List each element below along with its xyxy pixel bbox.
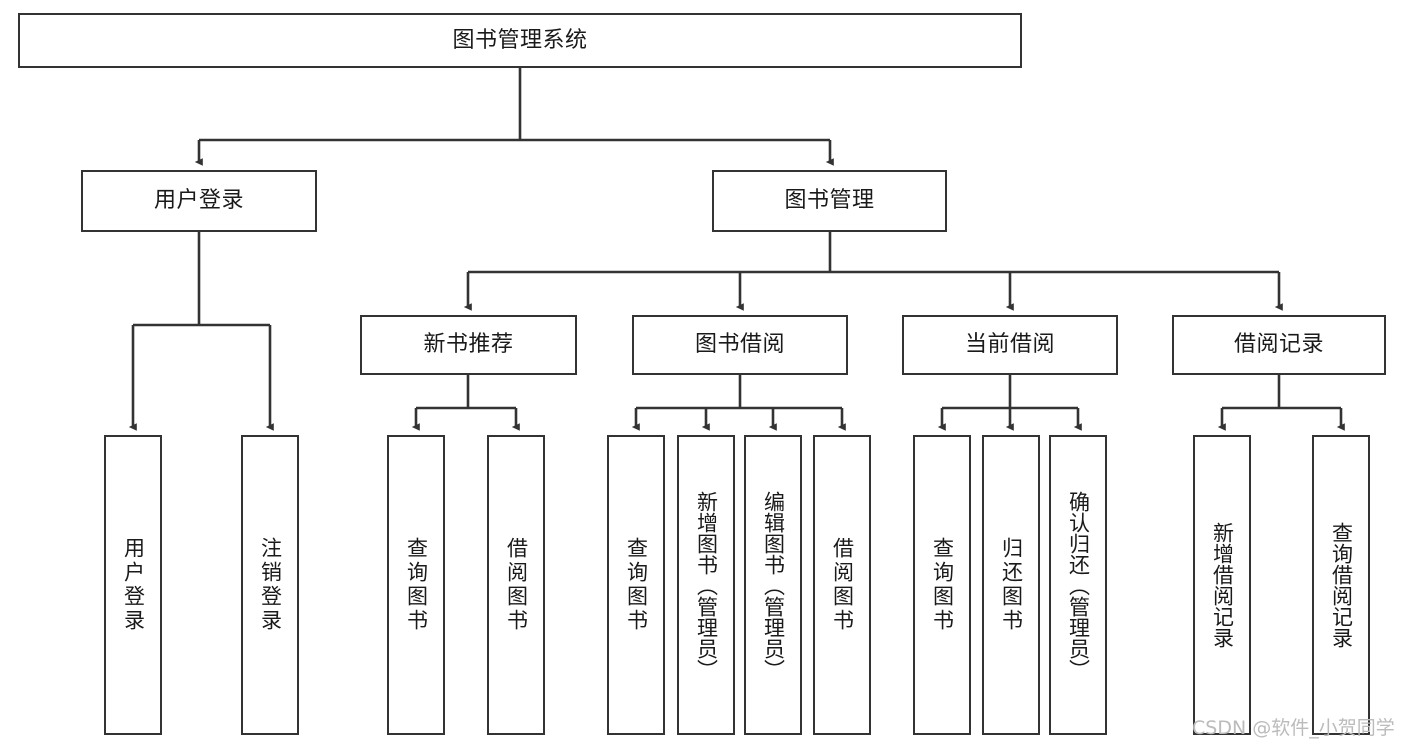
node-label: 借阅图书 [830, 537, 855, 633]
node-leaf-query-book-borrow[interactable]: 查询图书 [607, 435, 665, 735]
node-label: 查询图书 [930, 537, 955, 633]
node-leaf-borrow-book[interactable]: 借阅图书 [813, 435, 871, 735]
node-label: 新书推荐 [423, 332, 514, 358]
node-leaf-confirm-return-admin[interactable]: 确认归还（管理员） [1049, 435, 1107, 735]
node-label: 图书管理系统 [452, 27, 588, 53]
node-root-system[interactable]: 图书管理系统 [18, 13, 1022, 68]
node-label: 借阅记录 [1233, 332, 1324, 358]
node-label: 归还图书 [999, 537, 1024, 633]
node-label: 图书借阅 [694, 332, 785, 358]
node-label: 新增借阅记录 [1210, 522, 1235, 648]
node-current-borrow[interactable]: 当前借阅 [902, 315, 1118, 375]
node-book-management[interactable]: 图书管理 [712, 170, 947, 232]
node-label: 查询图书 [404, 537, 429, 633]
node-leaf-query-book-recommend[interactable]: 查询图书 [387, 435, 445, 735]
node-leaf-edit-book-admin[interactable]: 编辑图书（管理员） [744, 435, 802, 735]
node-label: 查询借阅记录 [1329, 522, 1354, 648]
node-label: 用户登录 [153, 188, 244, 214]
node-leaf-borrow-book-recommend[interactable]: 借阅图书 [487, 435, 545, 735]
node-label: 新增图书（管理员） [694, 490, 719, 680]
node-label: 借阅图书 [504, 537, 529, 633]
node-label: 确认归还（管理员） [1066, 490, 1091, 680]
node-leaf-query-borrow-record[interactable]: 查询借阅记录 [1312, 435, 1370, 735]
node-label: 注销登录 [258, 537, 283, 633]
node-new-book-recommend[interactable]: 新书推荐 [360, 315, 577, 375]
node-leaf-query-book-current[interactable]: 查询图书 [913, 435, 971, 735]
node-label: 图书管理 [784, 188, 875, 214]
node-user-login[interactable]: 用户登录 [81, 170, 317, 232]
node-label: 用户登录 [121, 537, 146, 633]
node-label: 当前借阅 [964, 332, 1055, 358]
node-leaf-return-book[interactable]: 归还图书 [982, 435, 1040, 735]
node-leaf-logout[interactable]: 注销登录 [241, 435, 299, 735]
node-leaf-user-login[interactable]: 用户登录 [104, 435, 162, 735]
node-label: 编辑图书（管理员） [761, 490, 786, 680]
node-leaf-add-book-admin[interactable]: 新增图书（管理员） [677, 435, 735, 735]
node-book-borrow[interactable]: 图书借阅 [632, 315, 848, 375]
node-leaf-add-borrow-record[interactable]: 新增借阅记录 [1193, 435, 1251, 735]
node-label: 查询图书 [624, 537, 649, 633]
node-borrow-record[interactable]: 借阅记录 [1172, 315, 1386, 375]
watermark-text: CSDN @软件_小贺同学 [1192, 717, 1395, 739]
